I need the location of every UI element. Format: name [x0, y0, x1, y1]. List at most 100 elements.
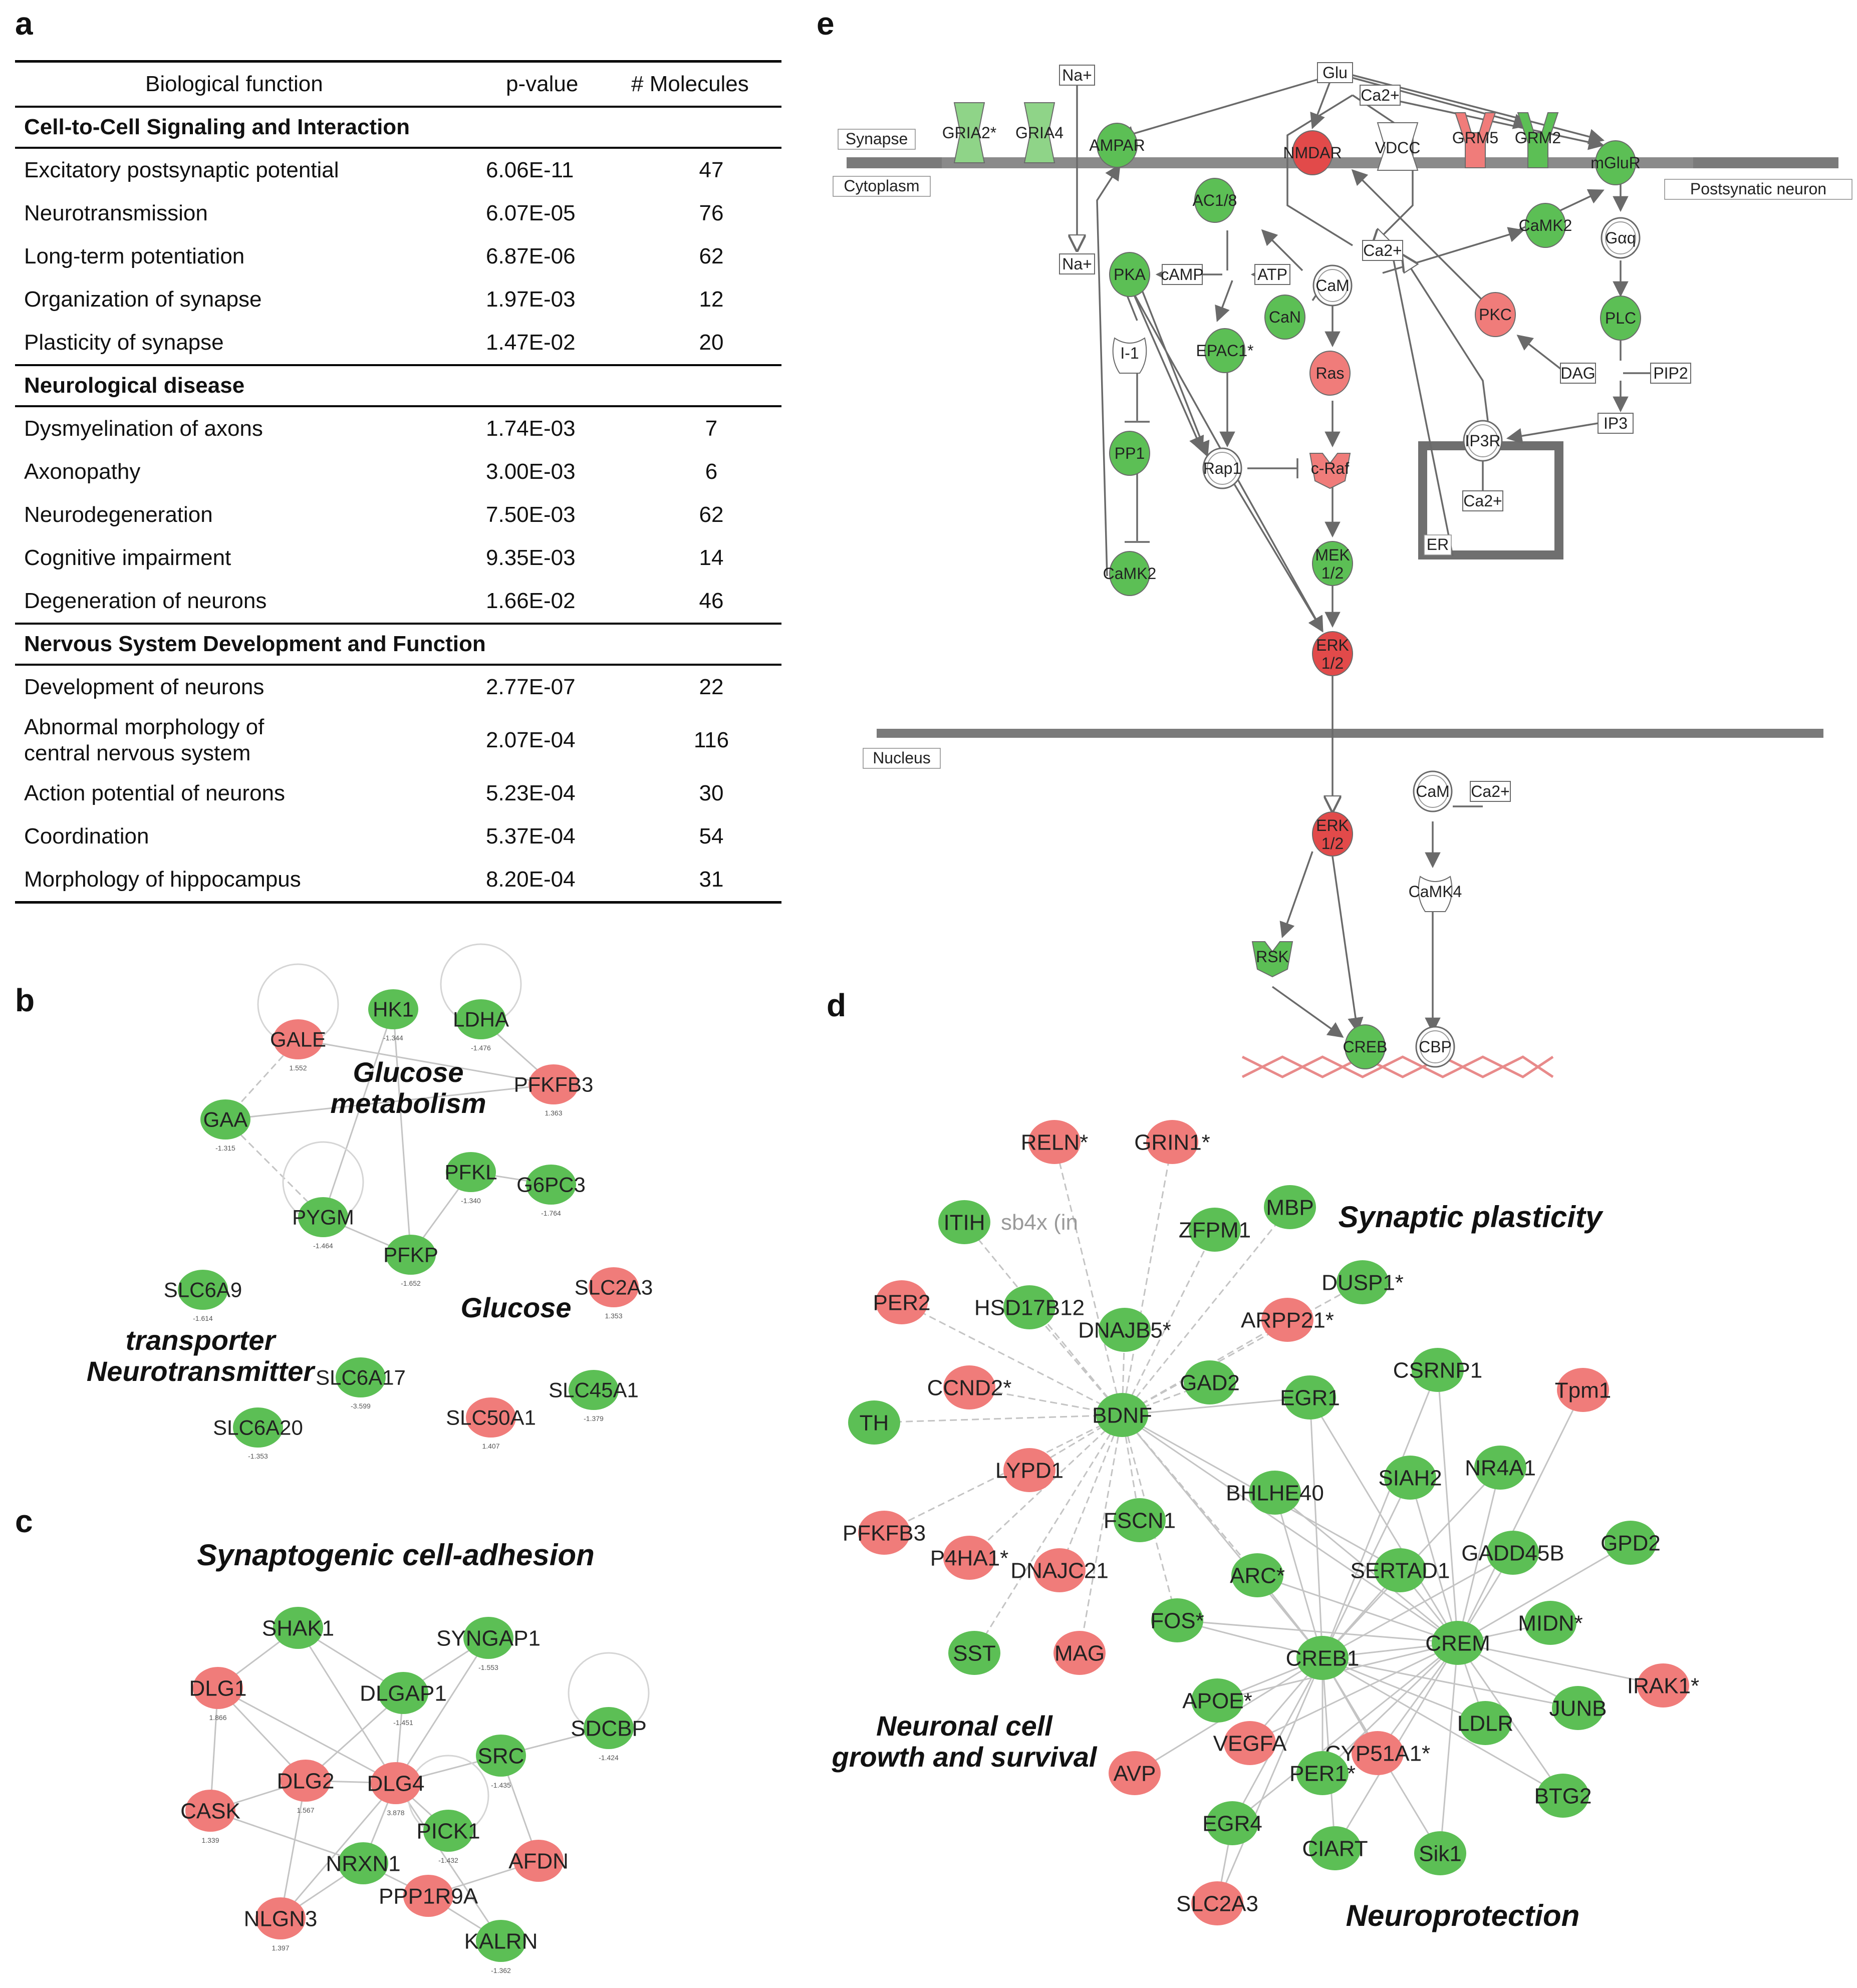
gene-node-nrxn1[interactable]: NRXN1 — [326, 1842, 401, 1884]
gene-node-avp[interactable]: AVP — [1109, 1751, 1161, 1795]
pathway-node-creb[interactable]: CREB — [1343, 1024, 1388, 1069]
gene-node-siah2[interactable]: SIAH2 — [1378, 1456, 1442, 1500]
pathway-node-na-top[interactable]: Na+ — [1059, 65, 1095, 86]
gene-node-crem[interactable]: CREM — [1425, 1621, 1490, 1665]
pathway-node-ca-mid[interactable]: Ca2+ — [1362, 240, 1403, 261]
gene-node-pfkp[interactable]: PFKP-1.652 — [383, 1235, 438, 1287]
pathway-node-grm2[interactable]: GRM2 — [1515, 112, 1561, 168]
gene-node-hk1[interactable]: HK1-1.344 — [368, 989, 418, 1042]
gene-node-ldlr[interactable]: LDLR — [1457, 1701, 1514, 1745]
pathway-node-camk2a[interactable]: CaMK2 — [1519, 203, 1572, 248]
gene-node-bhlhe40[interactable]: BHLHE40 — [1226, 1471, 1324, 1515]
pathway-node-cbp[interactable]: CBP — [1415, 1026, 1455, 1068]
gene-node-fos[interactable]: FOS* — [1150, 1598, 1204, 1642]
pathway-node-ca-n[interactable]: Ca2+ — [1470, 781, 1511, 802]
pathway-node-mglur[interactable]: mGluR — [1590, 140, 1641, 185]
gene-node-pygm[interactable]: PYGM-1.464 — [292, 1197, 354, 1250]
pathway-node-ca-top[interactable]: Ca2+ — [1360, 85, 1401, 106]
pathway-node-pp1[interactable]: PP1 — [1109, 431, 1150, 476]
gene-node-src[interactable]: SRC-1.435 — [476, 1735, 526, 1789]
gene-node-gadd45b[interactable]: GADD45B — [1461, 1531, 1564, 1575]
gene-node-itih[interactable]: ITIH — [938, 1200, 990, 1244]
pathway-node-ampar[interactable]: AMPAR — [1089, 123, 1145, 168]
pathway-node-gria4[interactable]: GRIA4 — [1015, 102, 1064, 163]
gene-node-grin1[interactable]: GRIN1* — [1134, 1120, 1210, 1164]
pathway-node-ras[interactable]: Ras — [1309, 351, 1351, 396]
gene-node-g6pc3[interactable]: G6PC3-1.764 — [516, 1165, 586, 1217]
pathway-node-na-bot[interactable]: Na+ — [1059, 253, 1095, 274]
gene-node-pfkfb3[interactable]: PFKFB3 — [843, 1511, 926, 1555]
pathway-node-gria2[interactable]: GRIA2* — [942, 102, 996, 163]
gene-node-fscn1[interactable]: FSCN1 — [1104, 1498, 1176, 1542]
gene-node-ciart[interactable]: CIART — [1302, 1826, 1368, 1870]
gene-node-creb1[interactable]: CREB1 — [1286, 1636, 1360, 1680]
gene-node-lypd1[interactable]: LYPD1 — [995, 1448, 1064, 1492]
gene-node-slc45a1[interactable]: SLC45A1-1.379 — [549, 1370, 639, 1423]
pathway-node-cam[interactable]: CaM — [1312, 264, 1353, 307]
gene-node-p4ha1[interactable]: P4HA1* — [930, 1536, 1009, 1580]
gene-node-kalrn[interactable]: KALRN-1.362 — [464, 1920, 538, 1974]
gene-node-sst[interactable]: SST — [948, 1631, 1000, 1675]
gene-node-irak1[interactable]: IRAK1* — [1627, 1663, 1699, 1708]
gene-node-dnajc21[interactable]: DNAJC21 — [1010, 1548, 1109, 1592]
gene-node-btg2[interactable]: BTG2 — [1534, 1774, 1592, 1818]
gene-node-pick1[interactable]: PICK1-1.432 — [416, 1810, 480, 1864]
gene-node-egr4[interactable]: EGR4 — [1202, 1801, 1262, 1845]
pathway-node-rap1[interactable]: Rap1 — [1202, 447, 1242, 489]
gene-node-pfkl[interactable]: PFKL-1.340 — [444, 1152, 497, 1205]
gene-node-apoe[interactable]: APOE* — [1182, 1678, 1252, 1723]
gene-node-ldha[interactable]: LDHA-1.476 — [453, 999, 509, 1052]
gene-node-reln[interactable]: RELN* — [1021, 1120, 1089, 1164]
pathway-node-dag[interactable]: DAG — [1560, 363, 1596, 384]
gene-node-afdn[interactable]: AFDN — [508, 1840, 569, 1882]
pathway-node-nmdar[interactable]: NMDAR — [1283, 130, 1342, 175]
pathway-node-vdcc[interactable]: VDCC — [1375, 122, 1421, 171]
gene-node-gad2[interactable]: GAD2 — [1180, 1360, 1240, 1404]
pathway-node-gaq[interactable]: Gαq — [1601, 217, 1641, 259]
gene-node-ppp1r9a[interactable]: PPP1R9A — [379, 1875, 478, 1917]
gene-node-arc[interactable]: ARC* — [1230, 1553, 1285, 1597]
gene-node-slc2a3[interactable]: SLC2A3 — [1176, 1881, 1258, 1925]
gene-node-per1[interactable]: PER1* — [1289, 1751, 1356, 1795]
pathway-node-glu[interactable]: Glu — [1317, 62, 1353, 83]
gene-node-midn[interactable]: MIDN* — [1518, 1601, 1583, 1645]
pathway-node-rsk[interactable]: RSK — [1251, 941, 1293, 978]
gene-node-ccnd2[interactable]: CCND2* — [927, 1365, 1012, 1409]
pathway-node-pkc[interactable]: PKC — [1475, 292, 1516, 337]
gene-node-syngap1[interactable]: SYNGAP1-1.553 — [436, 1617, 541, 1671]
pathway-node-epac1[interactable]: EPAC1* — [1196, 328, 1254, 373]
gene-node-per2[interactable]: PER2 — [873, 1280, 931, 1324]
gene-node-vegfa[interactable]: VEGFA — [1213, 1721, 1287, 1765]
pathway-node-ip3[interactable]: IP3 — [1598, 413, 1634, 434]
gene-node-sdcbp[interactable]: SDCBP-1.424 — [571, 1707, 647, 1762]
gene-node-arpp21[interactable]: ARPP21* — [1241, 1298, 1334, 1342]
gene-node-cyp51a1[interactable]: CYP51A1* — [1325, 1731, 1430, 1775]
gene-node-gpd2[interactable]: GPD2 — [1601, 1521, 1661, 1565]
gene-node-dlgap1[interactable]: DLGAP1-1.451 — [360, 1672, 447, 1727]
gene-node-mbp[interactable]: MBP — [1264, 1185, 1316, 1229]
pathway-node-camk4[interactable]: CaMK4 — [1409, 876, 1462, 912]
pathway-node-ca-er[interactable]: Ca2+ — [1462, 490, 1503, 511]
gene-node-egr1[interactable]: EGR1 — [1280, 1375, 1340, 1419]
pathway-node-camk2b[interactable]: CaMK2 — [1103, 551, 1157, 596]
pathway-node-grm5[interactable]: GRM5 — [1452, 112, 1498, 168]
gene-node-shak1[interactable]: SHAK1 — [262, 1607, 334, 1649]
pathway-node-atp[interactable]: ATP — [1254, 264, 1290, 285]
pathway-node-ip3r[interactable]: IP3R — [1463, 420, 1503, 462]
gene-node-mag[interactable]: MAG — [1053, 1631, 1106, 1675]
pathway-node-cam-n[interactable]: CaM — [1413, 770, 1453, 812]
gene-node-th[interactable]: TH — [848, 1400, 900, 1445]
gene-node-bdnf[interactable]: BDNF — [1092, 1393, 1152, 1437]
pathway-node-i1[interactable]: I-1 — [1112, 337, 1147, 374]
gene-node-slc6a20[interactable]: SLC6A20-1.353 — [213, 1407, 303, 1460]
pathway-node-camp[interactable]: cAMP — [1161, 264, 1204, 285]
gene-node-sertad1[interactable]: SERTAD1 — [1351, 1548, 1450, 1592]
